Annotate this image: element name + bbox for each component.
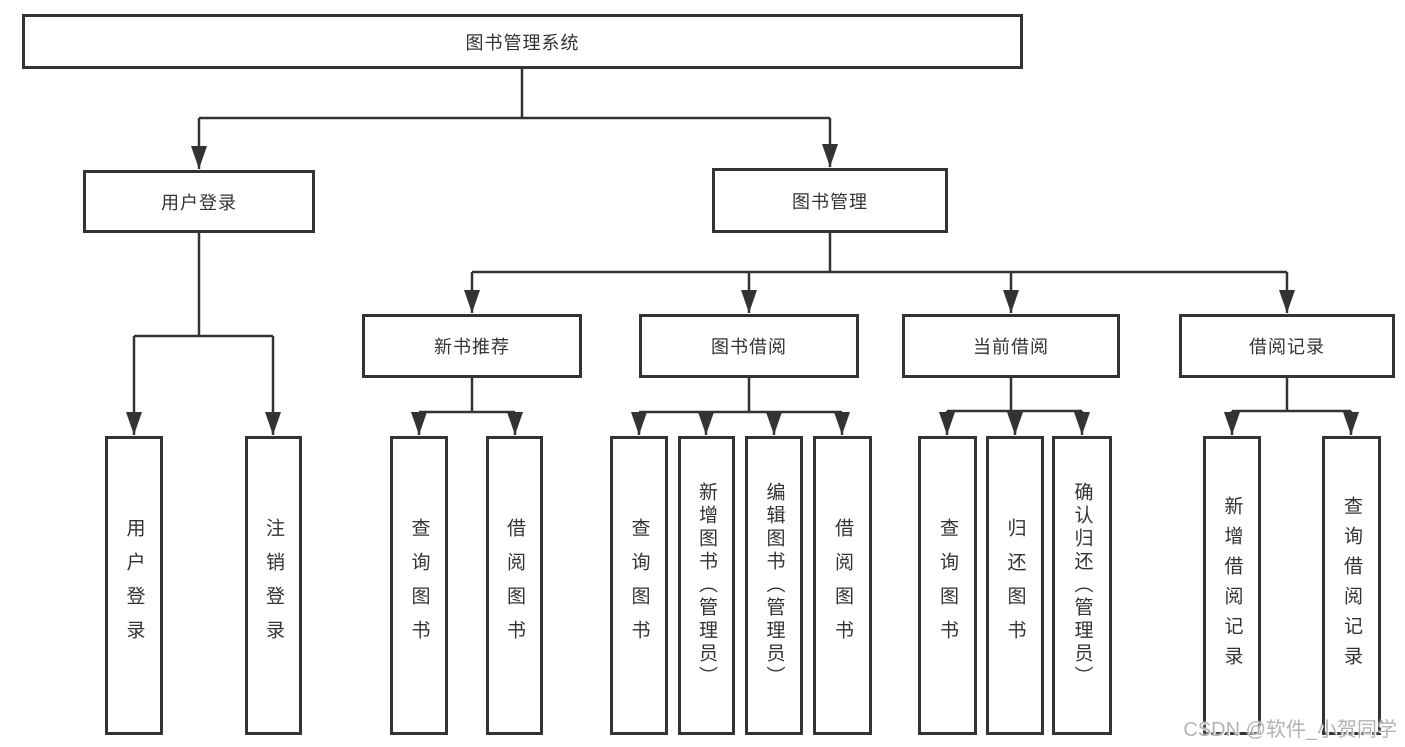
leaf-label: 确认归还（管理员） <box>1071 482 1093 689</box>
node-book-management-label: 图书管理 <box>792 191 868 212</box>
leaf-edit-books-admin: 编辑图书（管理员） <box>745 436 803 735</box>
leaf-label: 查询图书 <box>628 517 650 654</box>
node-current-borrow-label: 当前借阅 <box>973 337 1049 357</box>
leaf-label: 新增图书（管理员） <box>696 482 717 689</box>
leaf-label: 查询图书 <box>408 517 430 654</box>
leaf-query-books-recommend: 查询图书 <box>390 436 448 735</box>
leaf-label: 借阅图书 <box>504 517 525 654</box>
leaf-label: 新增借阅记录 <box>1221 495 1243 676</box>
node-borrow-records: 借阅记录 <box>1179 314 1395 378</box>
node-new-book-recommend: 新书推荐 <box>362 314 582 378</box>
leaf-logout: 注销登录 <box>245 436 302 735</box>
leaf-return-books: 归还图书 <box>986 436 1044 735</box>
leaf-confirm-return-admin: 确认归还（管理员） <box>1052 436 1112 735</box>
leaf-query-books-current: 查询图书 <box>918 436 977 735</box>
node-user-login-label: 用户登录 <box>161 192 237 213</box>
node-book-management: 图书管理 <box>712 168 948 233</box>
leaf-borrow-books-recommend: 借阅图书 <box>486 436 543 735</box>
leaf-label: 编辑图书（管理员） <box>763 482 785 689</box>
node-user-login: 用户登录 <box>83 170 315 233</box>
node-book-borrow: 图书借阅 <box>639 314 859 378</box>
node-book-borrow-label: 图书借阅 <box>711 337 787 357</box>
node-borrow-records-label: 借阅记录 <box>1249 337 1325 357</box>
leaf-query-borrow-record: 查询借阅记录 <box>1322 436 1381 735</box>
leaf-label: 用户登录 <box>123 517 145 654</box>
node-root-label: 图书管理系统 <box>465 32 580 53</box>
leaf-add-borrow-record: 新增借阅记录 <box>1203 436 1261 735</box>
leaf-label: 查询图书 <box>937 517 958 654</box>
leaf-label: 查询借阅记录 <box>1341 495 1362 676</box>
leaf-label: 归还图书 <box>1004 517 1026 654</box>
csdn-watermark: CSDN @软件_小贺同学 <box>1183 719 1397 741</box>
leaf-borrow-books: 借阅图书 <box>813 436 872 735</box>
leaf-label: 注销登录 <box>263 517 284 654</box>
leaf-user-login: 用户登录 <box>105 436 163 735</box>
node-current-borrow: 当前借阅 <box>902 314 1120 378</box>
leaf-label: 借阅图书 <box>832 517 853 654</box>
node-root: 图书管理系统 <box>22 14 1023 69</box>
leaf-add-books-admin: 新增图书（管理员） <box>678 436 735 735</box>
node-new-book-recommend-label: 新书推荐 <box>434 337 510 357</box>
leaf-query-books-borrow: 查询图书 <box>610 436 668 735</box>
